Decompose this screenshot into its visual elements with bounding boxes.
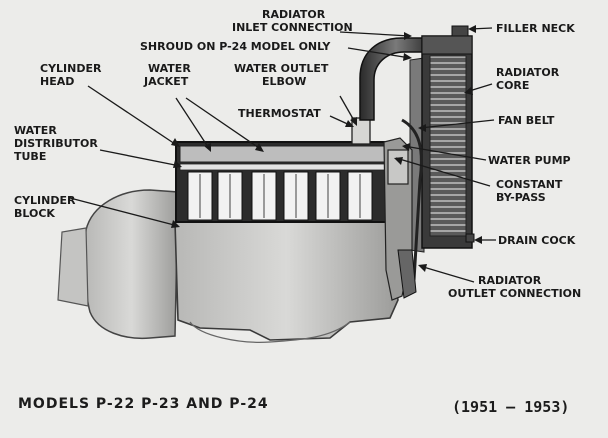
label-fan-belt: FAN BELT bbox=[498, 114, 555, 127]
cylinder-block bbox=[174, 221, 399, 341]
fan-pump-assembly bbox=[383, 118, 423, 301]
transmission-stub bbox=[57, 227, 89, 307]
drain-cock bbox=[465, 233, 475, 243]
label-radiator-outlet: OUTLET CONNECTION bbox=[448, 287, 581, 300]
fan-belt bbox=[401, 118, 423, 281]
label-radiator-core: CORE bbox=[496, 79, 529, 92]
label-water-jacket: WATER bbox=[148, 62, 191, 75]
label-radiator-inlet: INLET CONNECTION bbox=[232, 21, 353, 34]
years-caption: (1951 — 1953) bbox=[452, 398, 570, 416]
label-thermostat: THERMOSTAT bbox=[238, 107, 321, 120]
distributor-tube bbox=[179, 163, 387, 171]
water-pump bbox=[387, 149, 409, 185]
label-cylinder-head: CYLINDER bbox=[40, 62, 102, 75]
label-water-distributor: TUBE bbox=[14, 150, 46, 163]
label-radiator-outlet: RADIATOR bbox=[478, 274, 542, 287]
bore-shading bbox=[199, 174, 361, 218]
label-cylinder-block: BLOCK bbox=[14, 207, 55, 220]
label-drain-cock: DRAIN COCK bbox=[498, 234, 576, 247]
label-cylinder-head: HEAD bbox=[40, 75, 74, 88]
label-radiator-core: RADIATOR bbox=[496, 66, 560, 79]
label-water-distributor: DISTRIBUTOR bbox=[14, 137, 98, 150]
label-water-distributor: WATER bbox=[14, 124, 57, 137]
labels: RADIATOR INLET CONNECTION SHROUD ON P-24… bbox=[14, 8, 581, 300]
label-cylinder-block: CYLINDER bbox=[14, 194, 76, 207]
label-filler-neck: FILLER NECK bbox=[496, 22, 575, 35]
label-constant-bypass: CONSTANT bbox=[496, 178, 563, 191]
label-water-outlet: WATER OUTLET bbox=[234, 62, 329, 75]
radiator bbox=[421, 25, 475, 249]
leader-lines bbox=[69, 25, 496, 283]
radiator-outlet-hose bbox=[397, 249, 417, 299]
oil-pan bbox=[189, 321, 351, 343]
models-caption: MODELS P-22 P-23 AND P-24 bbox=[18, 396, 269, 412]
label-water-jacket: JACKET bbox=[143, 75, 189, 88]
filler-neck bbox=[451, 25, 469, 37]
radiator-core bbox=[429, 55, 467, 237]
bell-housing bbox=[84, 189, 179, 340]
label-constant-bypass: BY-PASS bbox=[496, 191, 546, 204]
label-water-outlet: ELBOW bbox=[262, 75, 306, 88]
label-water-pump: WATER PUMP bbox=[488, 154, 571, 167]
label-radiator-inlet: RADIATOR bbox=[262, 8, 326, 21]
label-shroud: SHROUD ON P-24 MODEL ONLY bbox=[140, 40, 331, 53]
